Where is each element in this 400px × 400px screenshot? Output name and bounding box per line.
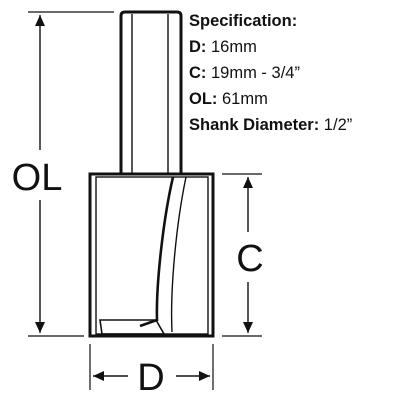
- c-dimension: [222, 173, 262, 337]
- cutter-body: [88, 172, 215, 338]
- spec-row-c: C: 19mm - 3/4”: [189, 60, 395, 86]
- specification-heading: Specification:: [189, 12, 298, 30]
- spec-value: 16mm: [206, 38, 257, 56]
- spec-row-ol: OL: 61mm: [189, 86, 395, 112]
- spec-row-d: D: 16mm: [189, 34, 395, 60]
- spec-value: 1/2”: [319, 116, 353, 134]
- ol-label: OL: [12, 157, 63, 199]
- d-label: D: [137, 357, 164, 399]
- spec-key: Shank Diameter:: [189, 116, 320, 134]
- spec-value: 19mm - 3/4”: [206, 64, 300, 82]
- spec-key: C:: [189, 64, 207, 82]
- c-label: C: [236, 238, 263, 280]
- spec-key: D:: [189, 38, 207, 56]
- spec-row-shank: Shank Diameter: 1/2”: [189, 112, 395, 138]
- specification-panel: Specification: D: 16mm C: 19mm - 3/4” OL…: [189, 8, 395, 138]
- spec-key: OL:: [189, 90, 218, 108]
- ol-dimension: [28, 11, 114, 337]
- flute: [99, 176, 187, 335]
- d-dimension: [89, 344, 214, 390]
- shank: [119, 10, 183, 174]
- spec-value: 61mm: [217, 90, 268, 108]
